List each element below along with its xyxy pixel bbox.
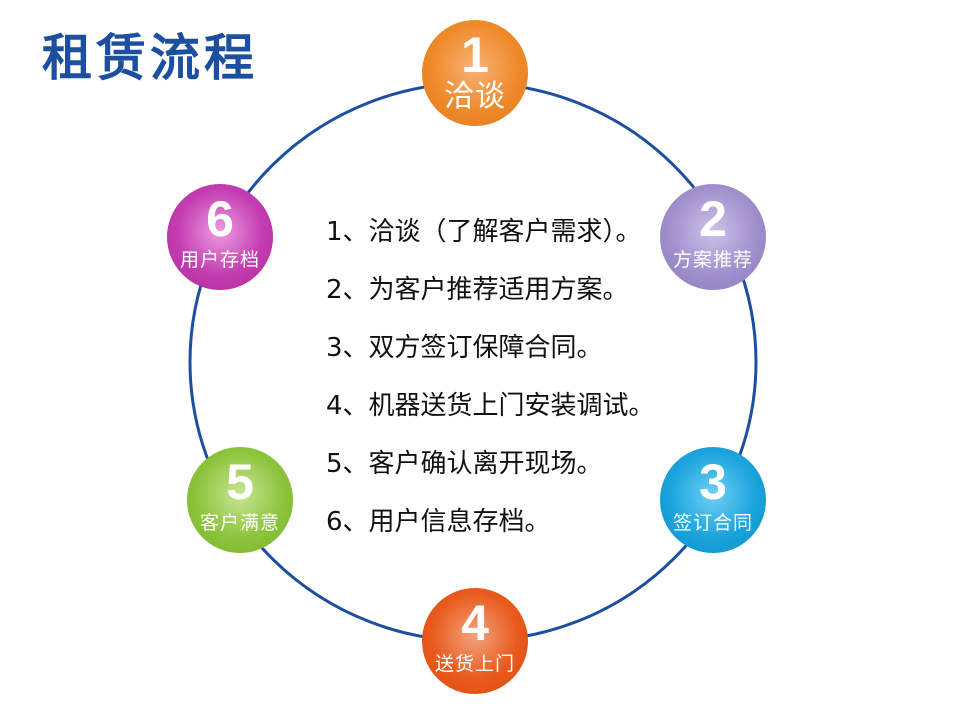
- step-item-6: 6、用户信息存档。: [326, 507, 551, 537]
- step-label: 送货上门: [434, 653, 515, 675]
- step-item-4: 4、机器送货上门安装调试。: [326, 391, 655, 421]
- step-label: 方案推荐: [672, 249, 753, 271]
- step-node-3: 3 签订合同: [660, 447, 766, 553]
- step-node-6: 6 用户存档: [167, 184, 273, 290]
- step-number: 4: [461, 595, 489, 651]
- step-node-4: 4 送货上门: [422, 588, 528, 694]
- step-label: 签订合同: [672, 512, 753, 534]
- step-label: 洽谈: [444, 79, 506, 114]
- step-label: 客户满意: [199, 512, 280, 534]
- step-number: 6: [206, 191, 234, 247]
- step-item-1: 1、洽谈（了解客户需求）。: [326, 217, 642, 247]
- step-node-2: 2 方案推荐: [660, 184, 766, 290]
- steps-list: 1、洽谈（了解客户需求）。 2、为客户推荐适用方案。 3、双方签订保障合同。 4…: [326, 203, 655, 551]
- step-item-5: 5、客户确认离开现场。: [326, 449, 603, 479]
- step-node-1: 1 洽谈: [422, 20, 528, 126]
- page-title: 租赁流程: [42, 29, 258, 87]
- step-item-3: 3、双方签订保障合同。: [326, 333, 603, 363]
- step-node-5: 5 客户满意: [187, 447, 293, 553]
- step-number: 1: [461, 27, 489, 83]
- step-label: 用户存档: [179, 249, 260, 271]
- step-number: 3: [699, 454, 727, 510]
- step-item-2: 2、为客户推荐适用方案。: [326, 275, 629, 305]
- step-number: 2: [699, 191, 727, 247]
- step-number: 5: [226, 454, 254, 510]
